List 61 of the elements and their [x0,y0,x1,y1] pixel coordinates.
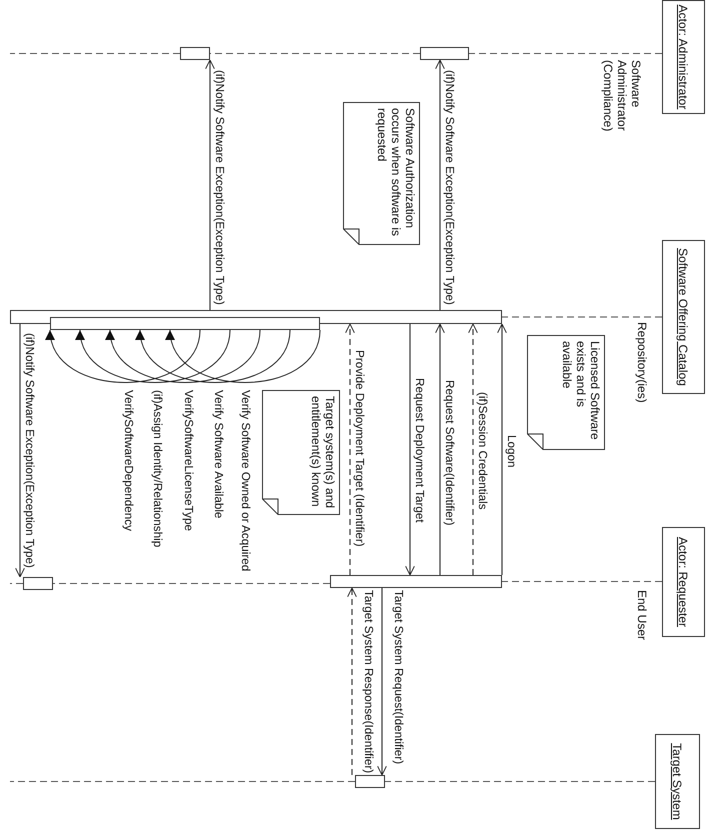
return-message-arrow [347,588,357,776]
role-label: Repository(ies) [634,322,648,405]
lifeline-header [662,240,705,394]
activation-bar [420,47,469,60]
note-text: Target system(s) and entitlement(s) known [308,396,336,509]
lifeline [502,581,662,582]
note-text: Licensed Software exists and is available [560,341,601,442]
message-label: Target System Response(Identifier) [361,590,375,774]
message-label: (if)Session Credentials [475,392,489,510]
return-message-arrow [345,324,355,576]
note-box [527,335,605,450]
role-label: Software Administrator (Compliance) [600,60,642,134]
message-label: (if)Notify Software Exception(Exception Type) [212,70,226,305]
message-label: Request Deployment Target [412,378,426,523]
message-arrow [435,60,445,310]
note-text: Software Authorization occurs when software is requested [374,108,416,238]
message-label: Target System Request(Identifier) [391,590,405,764]
return-message-arrow [468,324,478,576]
message-arrow [497,324,507,576]
message-label: Provide Deployment Target (Identifier) [352,350,366,547]
lifeline [384,781,656,782]
message-arrow [435,324,445,576]
activation-bar [180,47,210,60]
message-label: (if)Notify Software Exception(Exception Type) [22,333,36,568]
message-arrow [377,588,387,776]
participant-name: Actor: Administrator [676,4,690,110]
lifeline [52,583,330,584]
message-label: VerifySoftwareDependency [121,390,135,531]
message-label: Verify Software Available [211,390,225,518]
lifeline [468,53,662,54]
activation-bar [50,317,320,330]
message-arrow [15,324,25,578]
activation-bar [23,577,53,590]
role-label: End User [634,590,648,642]
self-message-arrow [46,330,200,383]
lifeline [10,53,180,54]
message-arrow [405,324,415,576]
lifeline-header [662,527,705,637]
self-message-arrow [106,330,260,383]
lifeline-header [655,734,700,829]
self-message-arrow [76,330,230,383]
self-message-arrow [166,330,320,383]
message-label: Request Software(Identifier) [442,380,456,526]
message-label: Verify Software Owned or Acquired [238,390,252,572]
message-label: Logon [504,435,518,468]
activation-bar [330,575,502,588]
self-message-arrow [136,330,290,383]
participant-name: Actor: Requester [676,536,690,628]
participant-name: Target System [670,743,684,820]
participant-name: Software Offering Catalog [676,248,690,386]
lifeline-header [662,0,705,114]
lifeline [502,316,662,318]
message-arrow [205,60,215,310]
note-box [343,102,420,245]
lifeline [10,781,356,782]
message-label: (if)Assign Identity/Relationship [150,390,164,548]
message-label: (if)Notify Software Exception(Exception Type) [442,70,456,305]
lifeline [10,583,24,584]
note-box [262,390,340,515]
message-label: VerifySoftwareLicenseType [181,390,195,531]
activation-bar [355,775,385,788]
